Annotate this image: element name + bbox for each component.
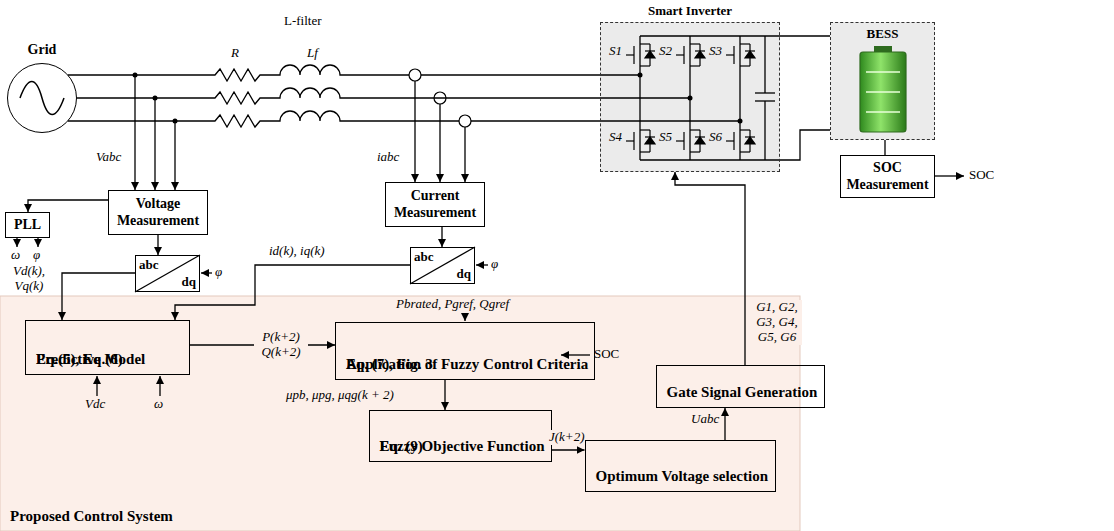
- part-label: L-filter: [283, 14, 323, 29]
- signal-label: SOC: [968, 168, 995, 183]
- node-title: Proposed Control System: [10, 508, 173, 525]
- process-box: Current Measurement: [385, 182, 485, 227]
- part-label: R: [230, 46, 240, 61]
- process-box: Optimum Voltage selection: [585, 440, 776, 492]
- switch-label: S3: [708, 44, 723, 59]
- process-box: PLL: [5, 212, 50, 238]
- connector-arrow: [444, 380, 445, 410]
- connector-arrow: [552, 449, 585, 450]
- connector-arrow: [62, 273, 135, 320]
- node-subtitle: Eq. (9): [380, 438, 423, 455]
- process-box: Fuzzy Objective FunctionEq. (9): [369, 410, 552, 462]
- connector-arrow: [884, 140, 885, 155]
- control-region: Proposed Control System Predictive ModelE…: [0, 296, 800, 531]
- edge-label: Uabc: [690, 412, 720, 427]
- node-title: Smart Inverter: [601, 3, 779, 19]
- edge-label: G1, G2, G3, G4, G5, G6: [752, 300, 802, 345]
- node-title: Grid: [0, 42, 86, 58]
- connector-arrow: [675, 172, 745, 365]
- battery-housing: BESS: [830, 22, 935, 140]
- part-label: Lf: [306, 46, 319, 61]
- signal-label: φ: [32, 248, 41, 263]
- grid-source: Grid: [7, 63, 77, 133]
- node-title: SOC Measurement: [845, 160, 930, 192]
- connector-arrow: [724, 408, 725, 440]
- signal-label: ω: [153, 397, 164, 412]
- node-subtitle: dq: [182, 274, 196, 290]
- signal-label: ω: [10, 248, 21, 263]
- switch-label: S2: [658, 44, 673, 59]
- edge-label: J(k+2): [548, 430, 585, 445]
- transform-box: abc dq: [410, 247, 475, 284]
- signal-label: Vabc: [95, 150, 122, 165]
- process-box: Gate Signal Generation: [656, 365, 825, 408]
- node-title: Voltage Measurement: [113, 196, 203, 228]
- process-box: Application of Fuzzy Control CriteriaEq.…: [335, 322, 595, 380]
- inverter-housing: Smart Inverter: [600, 22, 780, 172]
- switch-label: S1: [608, 44, 623, 59]
- process-box: Predictive ModelEq.(5), Eq.(6): [25, 320, 190, 375]
- process-box: Voltage Measurement: [108, 190, 208, 235]
- edge-label: id(k), iq(k): [268, 244, 326, 259]
- node-title: abc: [414, 249, 434, 265]
- signal-label: Vdc: [84, 397, 106, 412]
- signal-label: iabc: [376, 150, 400, 165]
- switch-label: S5: [658, 130, 673, 145]
- signal-label: Pbrated, Pgref, Qgref: [395, 297, 510, 312]
- node-title: BESS: [831, 26, 934, 42]
- switch-label: S6: [708, 130, 723, 145]
- node-title: abc: [139, 257, 159, 273]
- node-title: Gate Signal Generation: [667, 384, 818, 401]
- connector-arrow: [780, 35, 830, 36]
- signal-label: φ: [214, 265, 223, 280]
- connector-arrow: [175, 265, 410, 320]
- signal-label: φ: [490, 257, 499, 272]
- connector-arrow: [157, 235, 158, 255]
- node-title: Optimum Voltage selection: [596, 468, 769, 485]
- switch-label: S4: [608, 130, 623, 145]
- node-subtitle: Eq.(5), Eq.(6): [36, 351, 123, 368]
- edge-label: μpb, μpg, μqg(k + 2): [285, 388, 395, 403]
- node-title: Current Measurement: [390, 188, 480, 220]
- connector-arrow: [28, 200, 108, 212]
- node-subtitle: dq: [457, 266, 471, 282]
- transform-box: abc dq: [135, 255, 200, 292]
- signal-label: SOC: [593, 347, 620, 362]
- node-title: PLL: [14, 217, 41, 233]
- connector-arrow: [441, 227, 442, 247]
- process-box: SOC Measurement: [840, 155, 935, 198]
- edge-label: Vd(k), Vq(k): [2, 264, 56, 294]
- node-subtitle: Eq. (7), Fig. 3: [346, 356, 433, 373]
- edge-label: P(k+2) Q(k+2): [254, 330, 308, 360]
